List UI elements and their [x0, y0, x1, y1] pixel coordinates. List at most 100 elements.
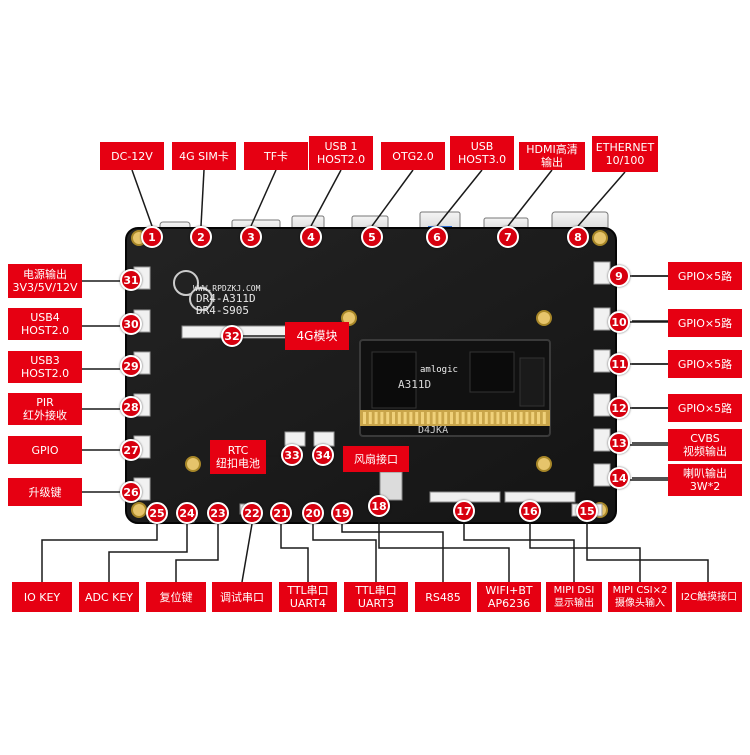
marker-8: 8: [567, 226, 589, 248]
leader-24: [108, 524, 188, 582]
marker-12: 12: [608, 397, 630, 419]
label-4g-sim: 4G SIM卡: [172, 142, 236, 170]
marker-16: 16: [519, 500, 541, 522]
silkscreen-url: WWW.RPDZKJ.COM: [193, 284, 261, 293]
label-ethernet: ETHERNET 10/100: [592, 136, 658, 172]
label-reset-key: 复位键: [146, 582, 206, 612]
label-cvbs: CVBS 视频输出: [668, 429, 742, 461]
mounting-hole-7: [536, 456, 552, 472]
leader-19: [341, 524, 444, 582]
marker-10: 10: [608, 311, 630, 333]
marker-25: 25: [146, 502, 168, 524]
label-ttl-uart3: TTL串口 UART3: [344, 582, 408, 612]
leader-22: [241, 523, 253, 583]
leader-5: [371, 169, 414, 227]
marker-34: 34: [312, 444, 334, 466]
marker-23: 23: [207, 502, 229, 524]
marker-14: 14: [608, 467, 630, 489]
marker-31: 31: [120, 269, 142, 291]
label-gpio-12: GPIO×5路: [668, 394, 742, 422]
label-4g-module: 4G模块: [285, 322, 349, 350]
marker-28: 28: [120, 396, 142, 418]
label-pir: PIR 红外接收: [8, 393, 82, 425]
capacitor-1: [173, 270, 199, 296]
label-gpio-10: GPIO×5路: [668, 309, 742, 337]
marker-29: 29: [120, 355, 142, 377]
mounting-hole-3: [131, 502, 147, 518]
label-mipi-dsi: MIPI DSI 显示输出: [546, 582, 602, 612]
label-speaker: 喇叭输出 3W*2: [668, 464, 742, 496]
label-usb4-host: USB4 HOST2.0: [8, 308, 82, 340]
leader-16: [529, 522, 641, 582]
marker-30: 30: [120, 313, 142, 335]
marker-9: 9: [608, 265, 630, 287]
mounting-hole-2: [592, 230, 608, 246]
leader-21: [280, 524, 309, 582]
leader-4: [310, 169, 342, 227]
marker-33: 33: [281, 444, 303, 466]
leader-18: [378, 517, 510, 582]
label-usb3-host: USB3 HOST2.0: [8, 351, 82, 383]
label-usb1-host: USB 1 HOST2.0: [309, 136, 373, 170]
leader-17: [463, 522, 575, 582]
label-rtc-battery: RTC 纽扣电池: [210, 440, 266, 474]
label-tf-card: TF卡: [244, 142, 308, 170]
marker-6: 6: [426, 226, 448, 248]
label-gpio-9: GPIO×5路: [668, 262, 742, 290]
marker-24: 24: [176, 502, 198, 524]
label-dc-12v: DC-12V: [100, 142, 164, 170]
marker-21: 21: [270, 502, 292, 524]
pmic-chip: [519, 357, 545, 407]
label-gpio-11: GPIO×5路: [668, 350, 742, 378]
leader-1: [131, 169, 153, 227]
marker-20: 20: [302, 502, 324, 524]
label-rs485: RS485: [415, 582, 471, 612]
marker-18: 18: [368, 495, 390, 517]
marker-5: 5: [361, 226, 383, 248]
marker-32: 32: [221, 325, 243, 347]
label-mipi-csi: MIPI CSI×2 摄像头输入: [608, 582, 672, 612]
ram-chip-2: [469, 351, 515, 393]
label-usb-host3: USB HOST3.0: [450, 136, 514, 170]
label-adc-key: ADC KEY: [79, 582, 139, 612]
module-code: D4JKA: [418, 425, 449, 436]
leader-2: [200, 169, 205, 227]
label-power-out: 电源输出 3V3/5V/12V: [8, 264, 82, 298]
marker-13: 13: [608, 432, 630, 454]
marker-19: 19: [331, 502, 353, 524]
leader-6: [436, 169, 483, 227]
mipi-csi-fpc: [504, 491, 576, 503]
marker-26: 26: [120, 481, 142, 503]
label-gpio-27: GPIO: [8, 436, 82, 464]
marker-4: 4: [300, 226, 322, 248]
marker-7: 7: [497, 226, 519, 248]
leader-23: [175, 524, 219, 582]
silkscreen-model-1: DR4-A311D: [196, 292, 256, 305]
label-upgrade-key: 升级键: [8, 478, 82, 506]
leader-15: [586, 522, 709, 582]
marker-11: 11: [608, 353, 630, 375]
ram-chip-1: [371, 351, 417, 409]
label-fan: 风扇接口: [343, 446, 409, 472]
marker-27: 27: [120, 439, 142, 461]
silkscreen-model-2: DR4-S905: [196, 304, 249, 317]
label-otg: OTG2.0: [381, 142, 445, 170]
label-ttl-uart4: TTL串口 UART4: [279, 582, 337, 612]
marker-2: 2: [190, 226, 212, 248]
label-hdmi: HDMI高清输出: [519, 142, 585, 170]
mounting-hole-5: [185, 456, 201, 472]
marker-1: 1: [141, 226, 163, 248]
label-i2c-touch: I2C触摸接口: [676, 582, 742, 612]
leader-25: [41, 524, 158, 582]
label-io-key: IO KEY: [12, 582, 72, 612]
marker-3: 3: [240, 226, 262, 248]
marker-22: 22: [241, 502, 263, 524]
wifi-shield: [379, 471, 403, 501]
leader-7: [507, 169, 553, 227]
mounting-hole-8: [341, 310, 357, 326]
label-wifi-bt: WIFI+BT AP6236: [477, 582, 541, 612]
mounting-hole-6: [536, 310, 552, 326]
chip-brand: amlogic: [420, 365, 458, 375]
marker-15: 15: [576, 500, 598, 522]
